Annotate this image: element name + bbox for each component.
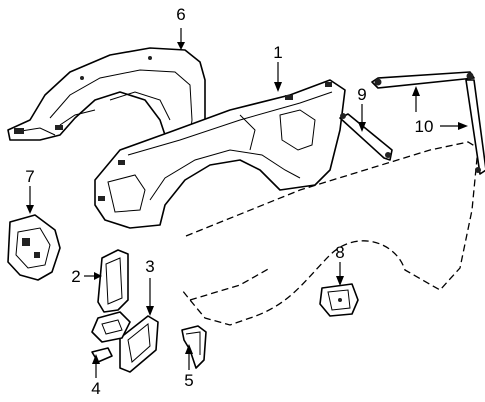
callout-4: 4 [91, 379, 100, 398]
callout-5: 5 [184, 371, 193, 390]
bracket-part [7, 214, 61, 281]
fender-outer-panel [181, 141, 479, 326]
small-bracket-part [181, 325, 207, 369]
splash-shield-part [319, 283, 359, 317]
callout-2: 2 [71, 267, 80, 286]
callout-9: 9 [357, 85, 366, 104]
fender-apron-part [94, 79, 346, 229]
molding-part [119, 315, 159, 373]
brace-rod-part [339, 113, 393, 161]
support-rods-part [371, 71, 485, 175]
callout-10: 10 [415, 117, 434, 136]
callout-8: 8 [335, 243, 344, 262]
callout-7: 7 [25, 167, 34, 186]
callout-1: 1 [273, 43, 282, 62]
callout-leaders [26, 28, 468, 378]
callout-3: 3 [145, 257, 154, 276]
callout-6: 6 [176, 5, 185, 24]
callout-labels: 6 1 7 2 3 4 5 8 9 10 [25, 5, 433, 398]
side-marker-lens-part [97, 249, 129, 313]
